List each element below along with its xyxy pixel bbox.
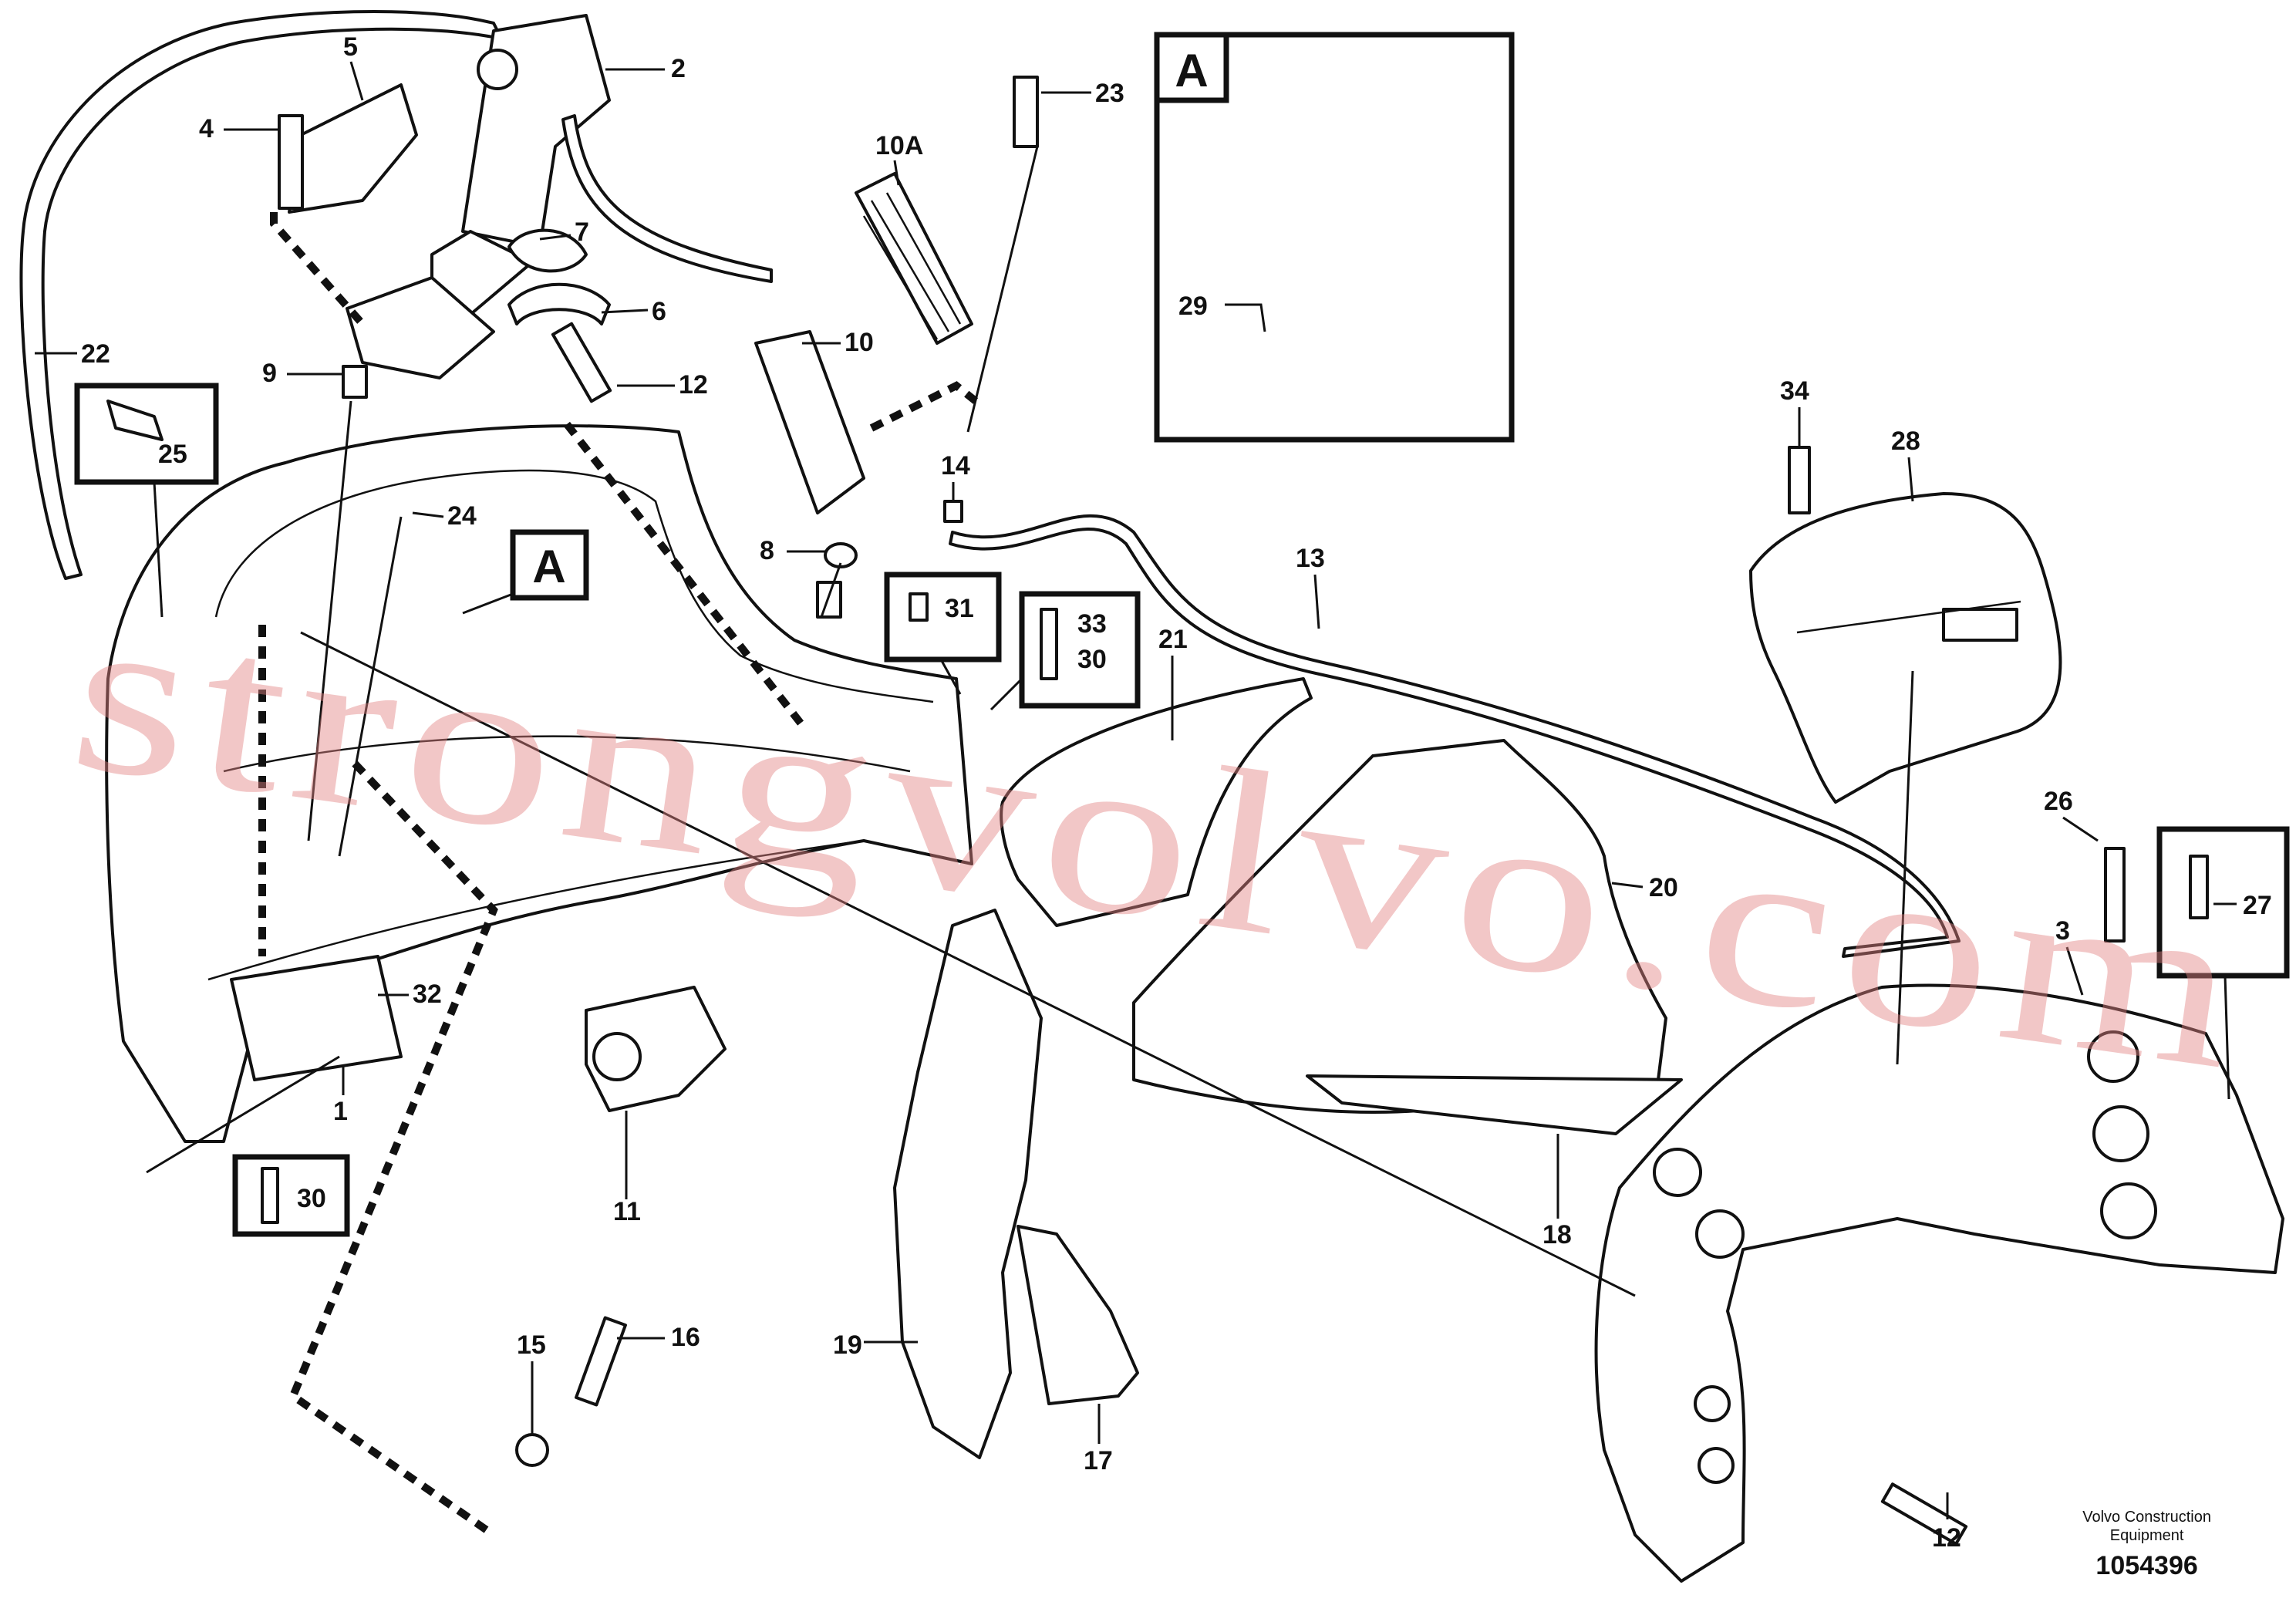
- grille-10A: [855, 172, 973, 345]
- console-hole-1: [1653, 1148, 1702, 1197]
- callout: 12: [679, 370, 708, 400]
- floor-plate-1: [230, 955, 403, 1081]
- callout: 20: [1649, 873, 1678, 902]
- cap-17: [1017, 1225, 1139, 1405]
- bolt-34: [1788, 446, 1811, 514]
- callout: 18: [1542, 1220, 1572, 1249]
- diagram-number: 1054396: [2095, 1551, 2198, 1580]
- callout: 26: [2044, 787, 2073, 816]
- box-27: [2156, 826, 2290, 1100]
- callout: 30: [1077, 645, 1107, 674]
- callout: 30: [297, 1184, 326, 1213]
- callout: 34: [1780, 376, 1809, 406]
- callout: 8: [760, 536, 774, 565]
- callout: 10A: [875, 131, 923, 160]
- box-25: [74, 383, 219, 618]
- column-wire: [561, 114, 773, 283]
- cable-13: [949, 514, 1961, 958]
- strip-18: [1306, 1074, 1683, 1135]
- panel-21: [1000, 677, 1313, 927]
- floor-inner-contour: [214, 469, 934, 703]
- console-hole-3: [2087, 1030, 2139, 1083]
- callout: 6: [652, 297, 666, 326]
- credit-block: Volvo Construction Equipment 1054396: [2082, 1508, 2211, 1581]
- dashed-connections: [258, 212, 979, 1539]
- panel-19: [893, 909, 1043, 1459]
- dashboard-switches-28: [1942, 608, 2018, 642]
- callout: 17: [1084, 1446, 1113, 1475]
- console-hole-5: [2100, 1182, 2157, 1239]
- detail-box-a-tag: [1154, 32, 1229, 103]
- callout: 31: [945, 594, 974, 623]
- box-30: [232, 1154, 350, 1237]
- callout: 3: [2055, 916, 2070, 946]
- callout: 22: [81, 339, 110, 369]
- box-31: [884, 572, 1002, 695]
- detail-box-a-label: A: [1175, 45, 1208, 96]
- callout: 7: [575, 218, 589, 247]
- callout: 27: [2243, 891, 2272, 920]
- clip-15: [515, 1433, 549, 1467]
- bolt-26: [2104, 847, 2126, 943]
- callout: 29: [1178, 292, 1208, 321]
- screw-12-top: [551, 322, 612, 403]
- bolt-16: [575, 1316, 627, 1407]
- callout: 14: [941, 451, 970, 481]
- callout: 9: [262, 359, 277, 388]
- cable-clip-14: [943, 500, 963, 523]
- parts-drawing: [19, 10, 2284, 1583]
- callout: 11: [613, 1197, 641, 1226]
- column-switch-2: [461, 14, 611, 248]
- bolt-12-bottom: [1880, 1482, 1968, 1546]
- dashboard-cover-28: [1749, 492, 2062, 804]
- callout: 2: [671, 54, 686, 83]
- nut-8: [824, 542, 858, 568]
- callout: 23: [1095, 79, 1124, 108]
- callout: 24: [447, 501, 477, 531]
- bolt-23: [1013, 76, 1039, 148]
- clip-7: [507, 228, 588, 273]
- switch-knob-2: [477, 49, 518, 90]
- nut-9: [342, 365, 368, 399]
- callout: 21: [1158, 625, 1188, 654]
- console-hole-6: [1694, 1385, 1731, 1422]
- credit-line-1: Volvo Construction: [2082, 1509, 2211, 1526]
- console-hole-4: [2092, 1105, 2149, 1162]
- callout-leaders: [35, 61, 2237, 1519]
- callout: 25: [158, 440, 187, 469]
- panel-20: [1132, 739, 1667, 1114]
- callout: 19: [833, 1330, 862, 1360]
- section-tag-a-label: A: [532, 541, 565, 592]
- pedal-10: [754, 330, 865, 514]
- callout: 15: [517, 1330, 546, 1360]
- column-base-plate: [346, 276, 495, 379]
- credit-line-2: Equipment: [2109, 1527, 2184, 1544]
- callout: 28: [1891, 427, 1920, 456]
- callout: 1: [333, 1097, 348, 1126]
- callout: 16: [671, 1323, 700, 1352]
- console-hole-7: [1698, 1447, 1735, 1484]
- callout: 32: [413, 980, 442, 1009]
- clip-6: [507, 282, 611, 325]
- callout: 33: [1077, 609, 1107, 639]
- bracket-5: [288, 83, 418, 214]
- box-33-30: [990, 591, 1141, 711]
- bolt-4: [278, 114, 304, 210]
- motor-cap-11: [592, 1032, 642, 1081]
- console-hole-2: [1695, 1209, 1745, 1259]
- callout: 4: [199, 114, 214, 143]
- callout-labels: 2 5 4 7 6 12 9 22 25 24 10A 10 23 8 14 1…: [81, 32, 2272, 1553]
- callout: 10: [845, 328, 874, 357]
- callout: 12: [1932, 1523, 1961, 1553]
- callout: 13: [1296, 544, 1325, 573]
- grommet-8: [816, 581, 842, 619]
- callout: 5: [343, 32, 358, 62]
- assembly-lines: [146, 146, 1914, 1297]
- section-tag-a: [510, 529, 589, 601]
